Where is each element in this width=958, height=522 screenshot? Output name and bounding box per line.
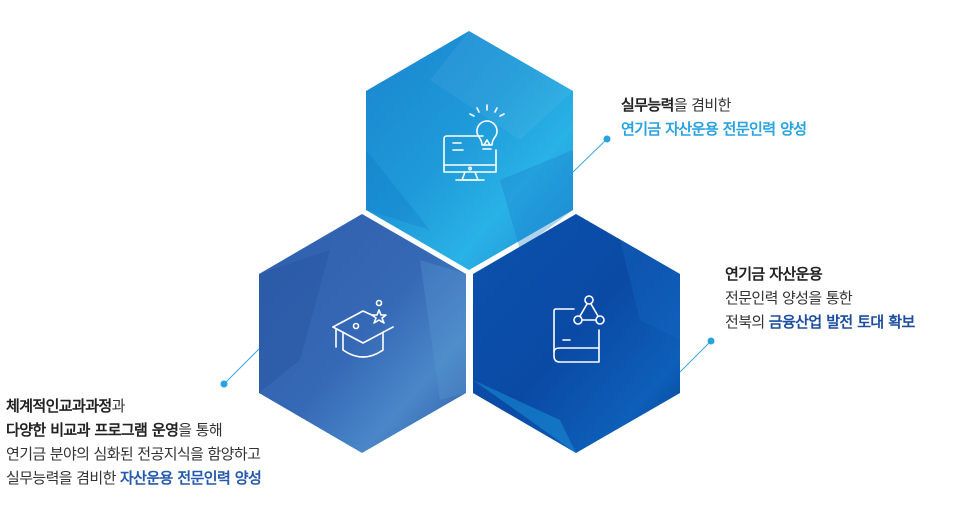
hexagon-top (366, 31, 573, 270)
caption-right: 연기금 자산운용 전문인력 양성을 통한 전북의 금융산업 발전 토대 확보 (725, 262, 915, 334)
connector-left (220, 348, 260, 388)
hexagon-left (259, 214, 466, 453)
monitor-lightbulb-icon (443, 104, 505, 181)
caption-right-line1: 연기금 자산운용 (725, 265, 823, 283)
hexagon-right (473, 214, 680, 453)
caption-right-line3: 전북의 금융산업 발전 토대 확보 (725, 313, 915, 331)
book-network-icon (553, 295, 605, 363)
caption-left-line3: 연기금 분야의 심화된 전공지식을 함양하고 (6, 445, 261, 463)
caption-right-line2: 전문인력 양성을 통한 (725, 289, 853, 307)
caption-top-line1: 실무능력을 겸비한 (621, 96, 731, 114)
caption-left-line2: 다양한 비교과 프로그램 운영을 통해 (6, 421, 223, 439)
caption-left: 체계적인교과과정과 다양한 비교과 프로그램 운영을 통해 연기금 분야의 심화… (6, 394, 262, 490)
caption-left-line1: 체계적인교과과정과 (6, 397, 125, 415)
caption-top-line2: 연기금 자산운용 전문인력 양성 (621, 120, 807, 138)
connector-right (679, 337, 715, 373)
caption-top: 실무능력을 겸비한 연기금 자산운용 전문인력 양성 (621, 93, 807, 141)
connector-top (572, 135, 611, 173)
caption-left-line4: 실무능력을 겸비한 자산운용 전문인력 양성 (6, 469, 262, 487)
graduation-cap-star-icon (332, 299, 394, 358)
